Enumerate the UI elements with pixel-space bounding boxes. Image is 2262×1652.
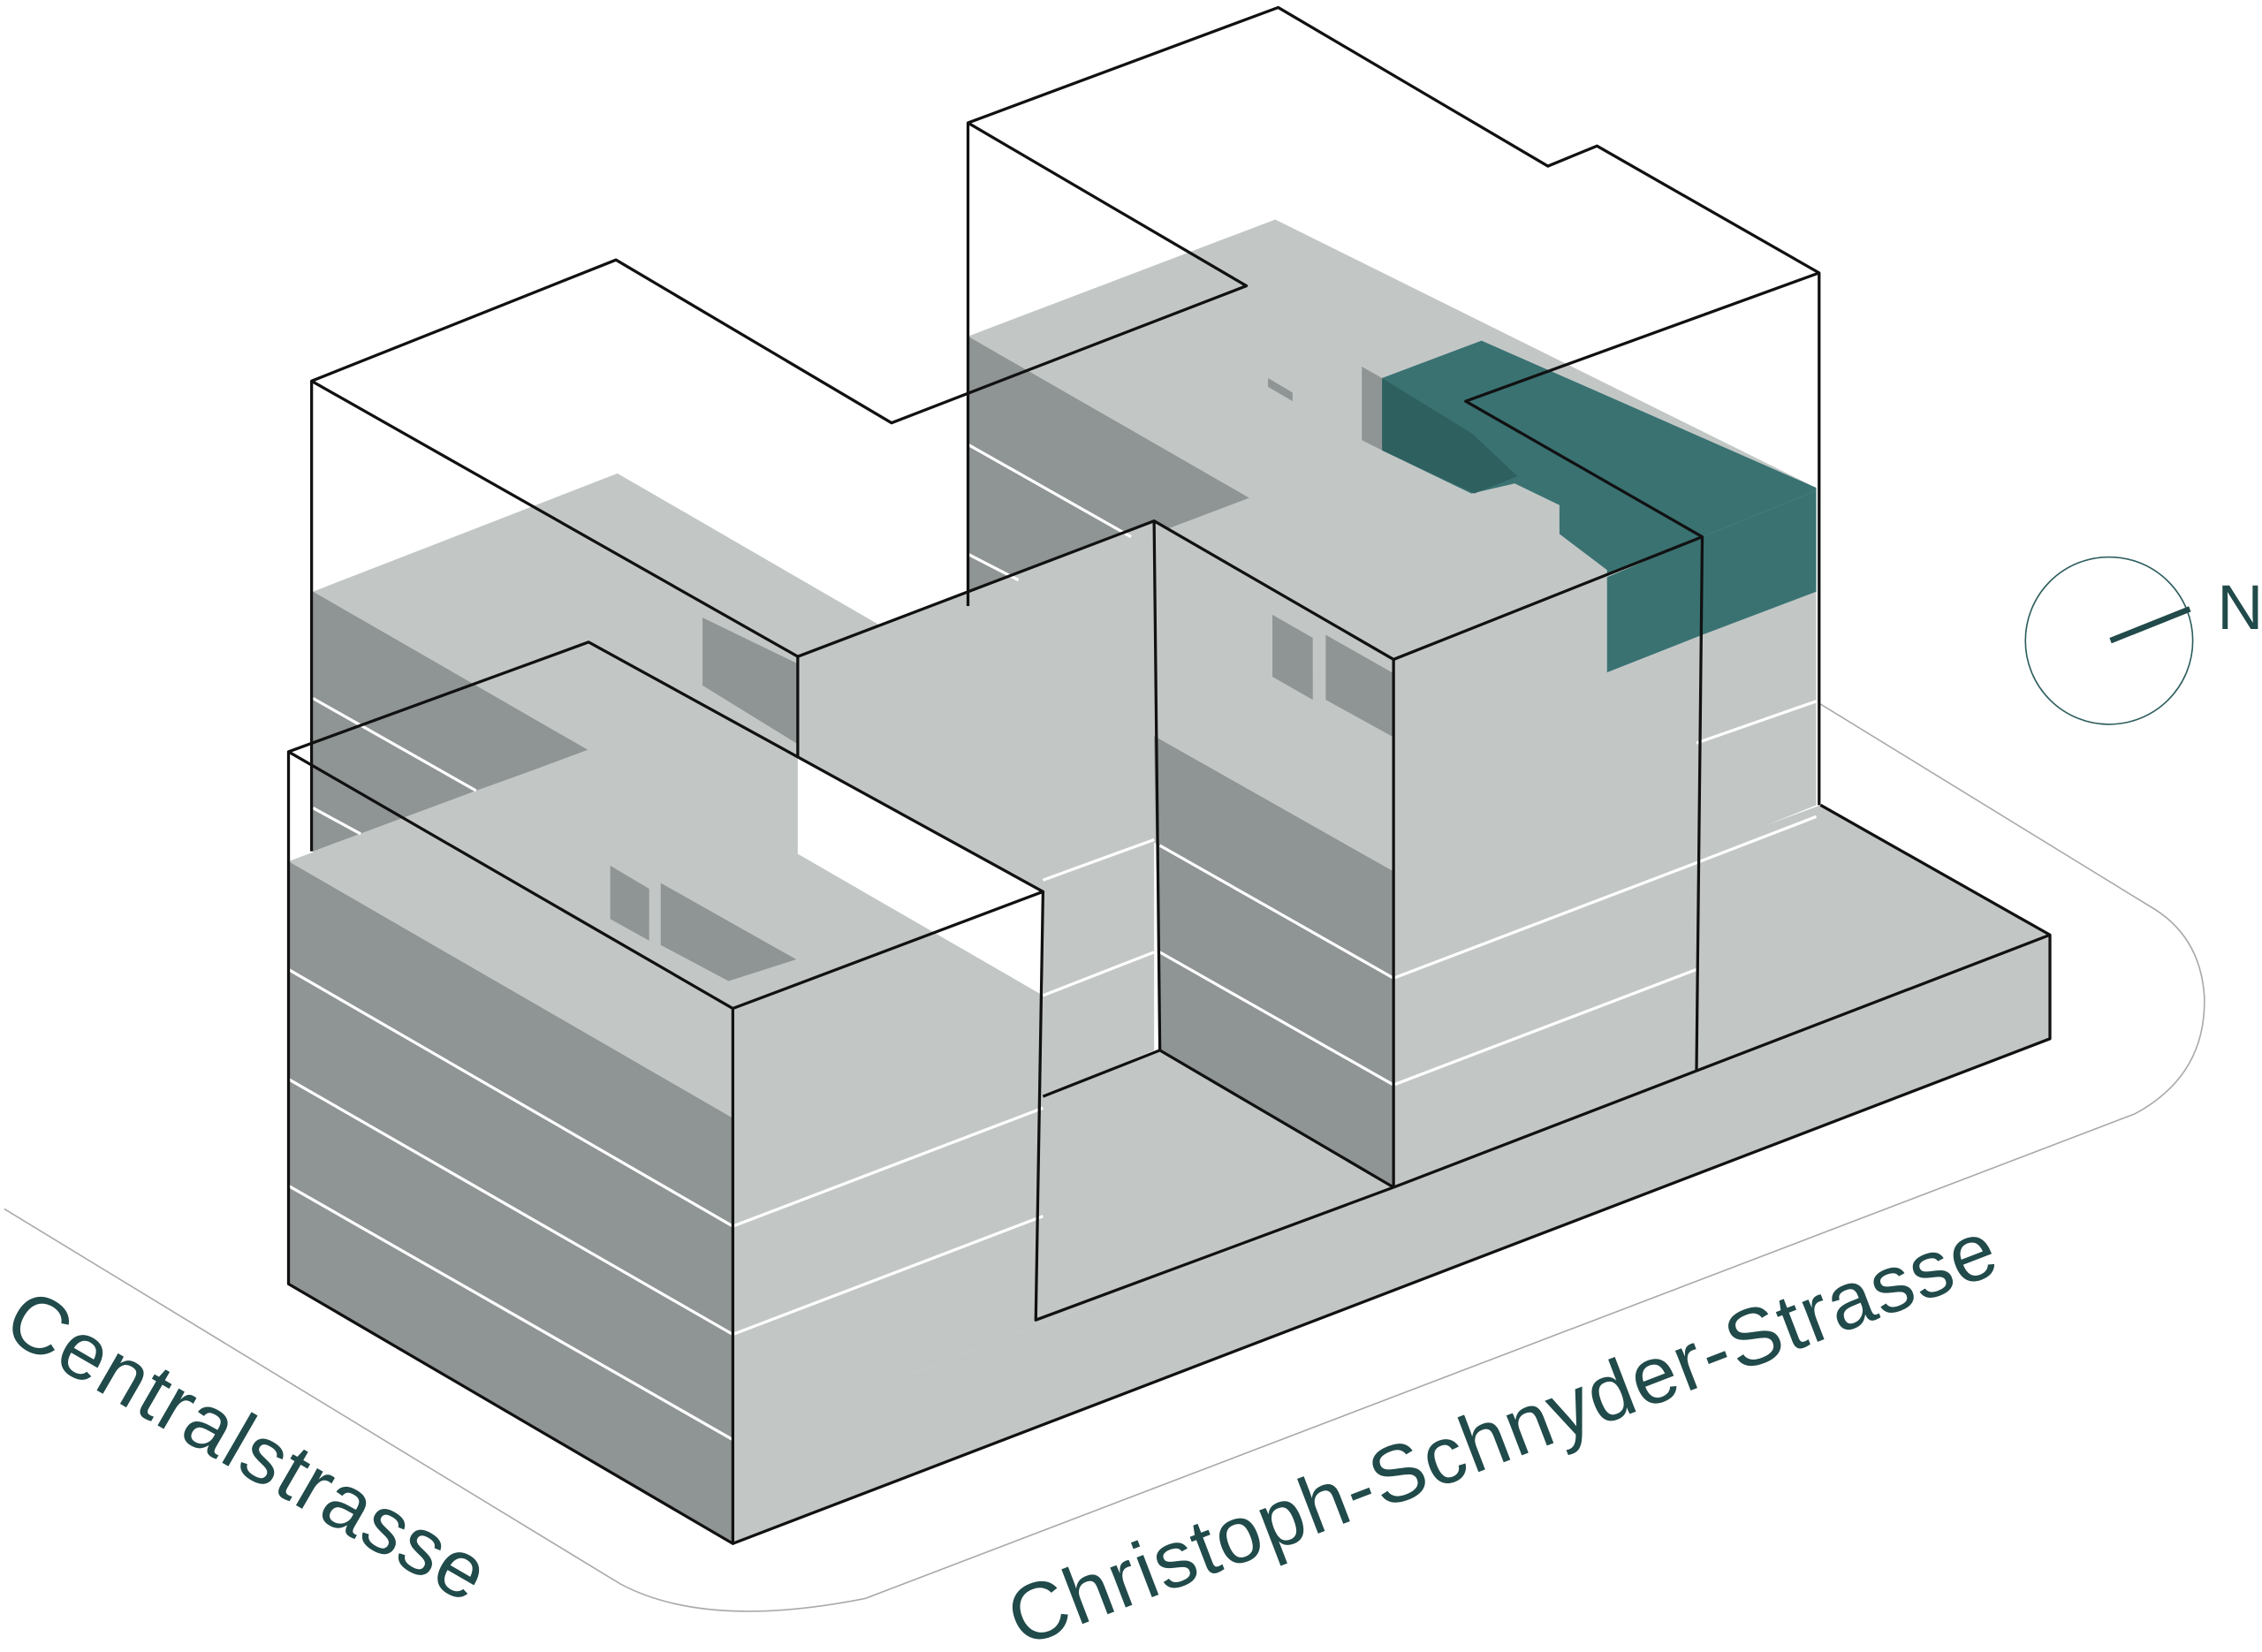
front-block — [288, 743, 1044, 1544]
north-arrow-compass: N — [2024, 556, 2262, 725]
street-curb-line — [4, 703, 2205, 1612]
compass-north-label: N — [2217, 572, 2262, 643]
north-arrow-icon — [2109, 606, 2191, 644]
compass-circle — [2024, 556, 2194, 725]
middle-block — [797, 490, 1817, 1187]
building-outlines — [286, 5, 2052, 1545]
podium — [732, 805, 2051, 1544]
back-left-block — [313, 473, 892, 866]
